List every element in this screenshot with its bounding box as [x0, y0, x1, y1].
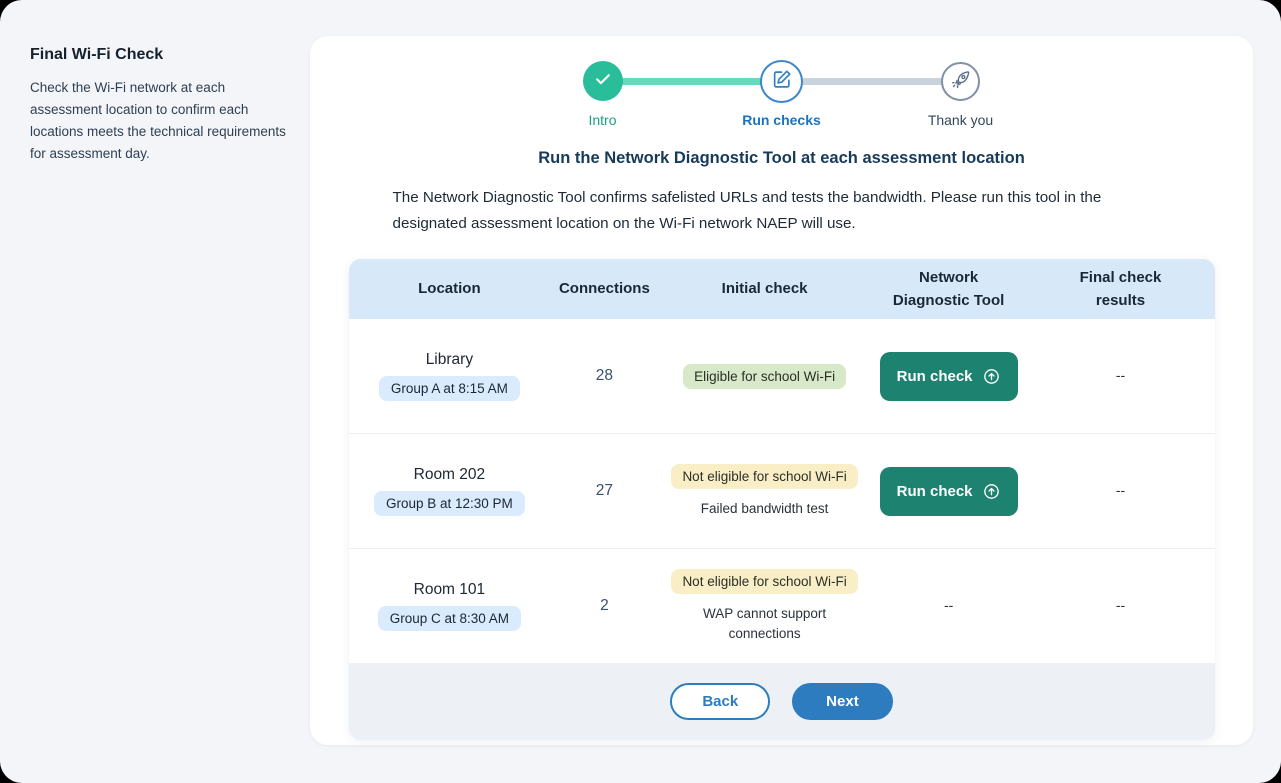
- step-thank-you[interactable]: Thank you: [781, 59, 1050, 128]
- column-header-network-diagnostic-tool: Network Diagnostic Tool: [892, 268, 1005, 309]
- final-results-cell: --: [1027, 597, 1215, 615]
- progress-stepper: Intro Run checks: [310, 36, 1253, 128]
- initial-check-cell: Eligible for school Wi-Fi: [659, 363, 871, 389]
- column-header-connections: Connections: [558, 280, 650, 298]
- locations-panel: Location Connections Initial check Netwo…: [348, 259, 1215, 740]
- connections-count: 27: [595, 482, 614, 499]
- status-badge: Eligible for school Wi-Fi: [683, 363, 847, 389]
- group-time-pill: Group B at 12:30 PM: [373, 491, 525, 516]
- final-result-value: --: [1115, 367, 1126, 383]
- step-run-checks[interactable]: Run checks: [602, 59, 871, 128]
- arrow-up-circle-icon: [982, 367, 1001, 386]
- wizard-footer: Back Next: [348, 663, 1215, 740]
- column-header-final-check-results: Final check results: [1079, 268, 1162, 309]
- run-check-button-label: Run check: [896, 367, 973, 385]
- diagnostic-tool-cell: Run check: [871, 351, 1027, 401]
- location-name: Room 202: [413, 466, 486, 483]
- status-badge: Not eligible for school Wi-Fi: [671, 463, 858, 489]
- step-thank-you-circle[interactable]: [941, 61, 980, 101]
- step-thank-you-circle-box: [871, 59, 1050, 103]
- connections-cell: 28: [550, 367, 658, 385]
- step-run-checks-circle[interactable]: [760, 59, 803, 103]
- step-intro-circle-box: [513, 59, 692, 103]
- page-title: Final Wi-Fi Check: [30, 46, 164, 63]
- final-result-value: --: [1115, 597, 1126, 613]
- column-header-initial-check: Initial check: [721, 280, 808, 298]
- instructions-sidebar: Final Wi-Fi Check Check the Wi-Fi networ…: [30, 46, 286, 164]
- location-name: Room 101: [413, 581, 486, 598]
- step-run-checks-circle-box: [692, 59, 871, 103]
- status-badge: Not eligible for school Wi-Fi: [671, 568, 858, 594]
- step-intro-label: Intro: [588, 112, 617, 128]
- final-results-cell: --: [1027, 482, 1215, 500]
- diagnostic-tool-cell: --: [871, 597, 1027, 615]
- step-intro-circle[interactable]: [582, 61, 623, 101]
- step-run-checks-label: Run checks: [742, 112, 821, 128]
- rocket-icon: [950, 68, 972, 95]
- page-description: Check the Wi-Fi network at each assessme…: [30, 80, 286, 161]
- location-cell: Room 202 Group B at 12:30 PM: [349, 466, 551, 516]
- table-header: Location Connections Initial check Netwo…: [348, 259, 1215, 319]
- connections-count: 28: [595, 367, 614, 384]
- main-card: Intro Run checks: [310, 36, 1253, 745]
- diagnostic-tool-value: --: [943, 597, 954, 613]
- location-name: Library: [425, 351, 474, 368]
- connections-cell: 2: [550, 597, 658, 615]
- check-failure-note: WAP cannot support connections: [703, 605, 827, 641]
- section-description: The Network Diagnostic Tool confirms saf…: [392, 189, 1102, 232]
- back-button[interactable]: Back: [670, 683, 771, 720]
- location-cell: Room 101 Group C at 8:30 AM: [349, 581, 551, 631]
- run-check-button[interactable]: Run check: [879, 351, 1018, 401]
- check-failure-note: Failed bandwidth test: [700, 500, 829, 516]
- diagnostic-tool-cell: Run check: [871, 466, 1027, 516]
- connections-count: 2: [600, 597, 609, 614]
- initial-check-cell: Not eligible for school Wi-Fi Failed ban…: [659, 463, 871, 519]
- table-row: Room 202 Group B at 12:30 PM 27 Not elig…: [348, 433, 1215, 548]
- check-icon: [593, 69, 613, 94]
- run-check-button[interactable]: Run check: [879, 466, 1018, 516]
- run-check-button-label: Run check: [896, 482, 973, 500]
- next-button[interactable]: Next: [792, 683, 893, 720]
- connections-cell: 27: [550, 482, 658, 500]
- edit-icon: [771, 68, 793, 95]
- final-result-value: --: [1115, 482, 1126, 498]
- step-thank-you-label: Thank you: [927, 112, 994, 128]
- table-row: Room 101 Group C at 8:30 AM 2 Not eligib…: [348, 548, 1215, 663]
- initial-check-cell: Not eligible for school Wi-Fi WAP cannot…: [659, 568, 871, 643]
- table-row: Library Group A at 8:15 AM 28 Eligible f…: [348, 319, 1215, 433]
- arrow-up-circle-icon: [982, 482, 1001, 501]
- column-header-location: Location: [418, 280, 481, 298]
- section-title: Run the Network Diagnostic Tool at each …: [538, 149, 1025, 167]
- group-time-pill: Group A at 8:15 AM: [378, 376, 520, 401]
- step-intro[interactable]: Intro: [513, 59, 692, 128]
- group-time-pill: Group C at 8:30 AM: [377, 606, 522, 631]
- final-results-cell: --: [1027, 367, 1215, 385]
- location-cell: Library Group A at 8:15 AM: [349, 351, 551, 401]
